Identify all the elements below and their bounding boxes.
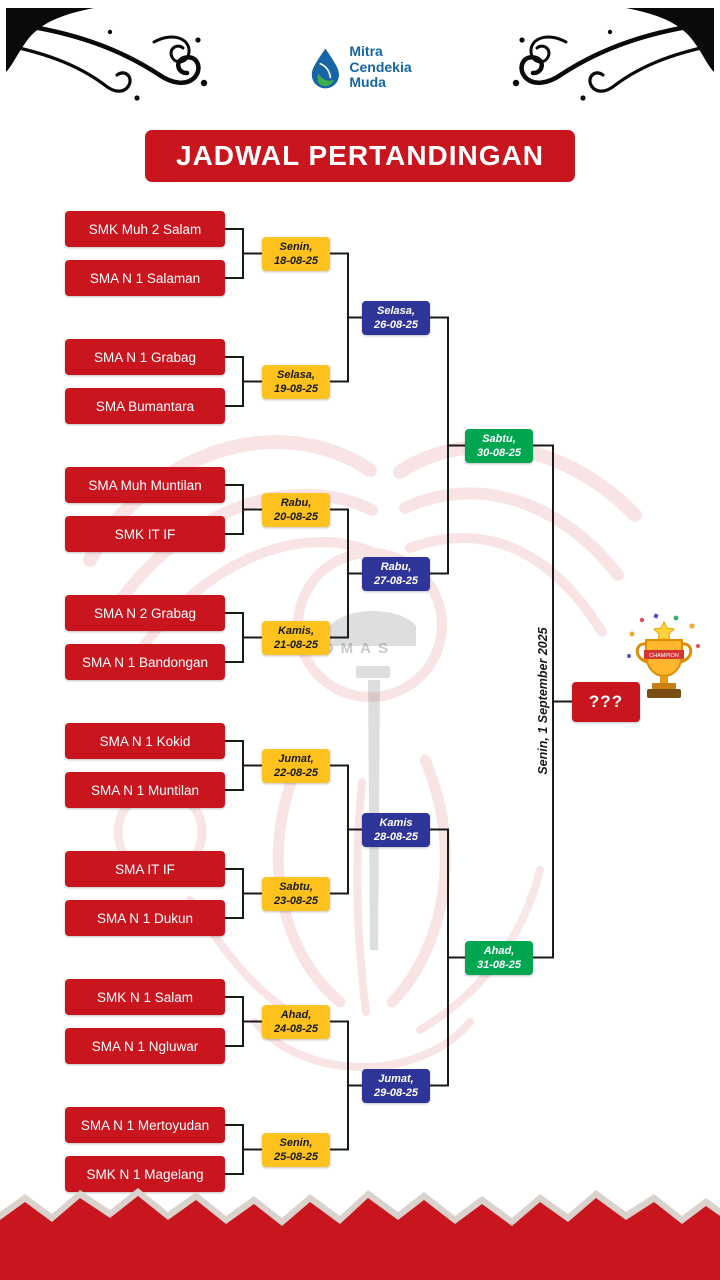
match-date: 29-08-25 [373,1087,419,1099]
team-box-4: SMA Bumantara [65,388,225,424]
match-day: Selasa, [377,304,415,317]
match-day: Senin, [279,1136,313,1149]
match-day: Ahad, [280,1008,312,1021]
semi-date-box-2: Ahad, 31-08-25 [465,941,533,975]
round1-date-box-4: Kamis, 21-08-25 [262,621,330,655]
match-date: 21-08-25 [273,639,319,651]
page-title: JADWAL PERTANDINGAN [176,140,544,171]
round1-date-box-6: Sabtu, 23-08-25 [262,877,330,911]
match-day: Kamis [379,816,413,829]
team-box-7: SMA N 2 Grabag [65,595,225,631]
semi-date-box-1: Sabtu, 30-08-25 [465,429,533,463]
quarter-date-box-4: Jumat, 29-08-25 [362,1069,430,1103]
match-day: Jumat, [378,1072,414,1085]
torn-edge-graphic [0,1188,720,1280]
logo-line-1: Mitra [349,43,383,59]
match-day: Sabtu, [482,432,516,445]
round1-date-box-1: Senin, 18-08-25 [262,237,330,271]
match-date: 28-08-25 [373,831,419,843]
team-box-15: SMA N 1 Mertoyudan [65,1107,225,1143]
flourish-left-icon [6,8,208,101]
match-date: 20-08-25 [273,511,319,523]
team-box-13: SMK N 1 Salam [65,979,225,1015]
final-schedule-vertical: Senin, 1 September 2025 [536,627,550,775]
team-box-10: SMA N 1 Muntilan [65,772,225,808]
round1-date-box-3: Rabu, 20-08-25 [262,493,330,527]
quarter-date-box-2: Rabu, 27-08-25 [362,557,430,591]
round1-date-box-8: Senin, 25-08-25 [262,1133,330,1167]
match-day: Rabu, [280,496,312,509]
team-box-16: SMK N 1 Magelang [65,1156,225,1192]
logo-line-3: Muda [349,74,386,91]
team-box-9: SMA N 1 Kokid [65,723,225,759]
match-day: Senin, [279,240,313,253]
round1-date-box-2: Selasa, 19-08-25 [262,365,330,399]
team-box-6: SMK IT IF [65,516,225,552]
team-box-14: SMA N 1 Ngluwar [65,1028,225,1064]
title-banner: JADWAL PERTANDINGAN [145,130,575,182]
match-date: 24-08-25 [273,1023,319,1035]
flourish-right-icon [512,8,714,101]
match-day: Ahad, [483,944,515,957]
team-box-5: SMA Muh Muntilan [65,467,225,503]
logo: Mitra Cendekia Muda [308,43,412,91]
quarter-date-box-1: Selasa, 26-08-25 [362,301,430,335]
match-date: 27-08-25 [373,575,419,587]
team-box-8: SMA N 1 Bandongan [65,644,225,680]
trophy-icon: CHAMPION [627,613,700,698]
team-box-3: SMA N 1 Grabag [65,339,225,375]
round1-date-box-5: Jumat, 22-08-25 [262,749,330,783]
match-day: Kamis, [277,624,315,637]
watermark-text: OMAS [322,640,395,657]
match-day: Rabu, [380,560,412,573]
trophy-ribbon-text: CHAMPION [649,653,679,659]
match-date: 19-08-25 [273,383,319,395]
match-day: Selasa, [277,368,315,381]
round1-date-box-7: Ahad, 24-08-25 [262,1005,330,1039]
match-day: Sabtu, [279,880,313,893]
match-date: 22-08-25 [273,767,319,779]
match-date: 30-08-25 [476,447,522,459]
quarter-date-box-3: Kamis 28-08-25 [362,813,430,847]
logo-drop-icon [311,47,339,88]
team-box-2: SMA N 1 Salaman [65,260,225,296]
winner-box: ??? [572,682,640,722]
team-box-12: SMA N 1 Dukun [65,900,225,936]
match-date: 18-08-25 [273,255,319,267]
match-day: Jumat, [278,752,314,765]
match-date: 26-08-25 [373,319,419,331]
match-date: 23-08-25 [273,895,319,907]
logo-line-2: Cendekia [349,58,412,75]
match-date: 25-08-25 [273,1151,319,1163]
match-date: 31-08-25 [476,959,522,971]
team-box-11: SMA IT IF [65,851,225,887]
logo-text: Mitra Cendekia Muda [349,43,412,91]
team-box-1: SMK Muh 2 Salam [65,211,225,247]
